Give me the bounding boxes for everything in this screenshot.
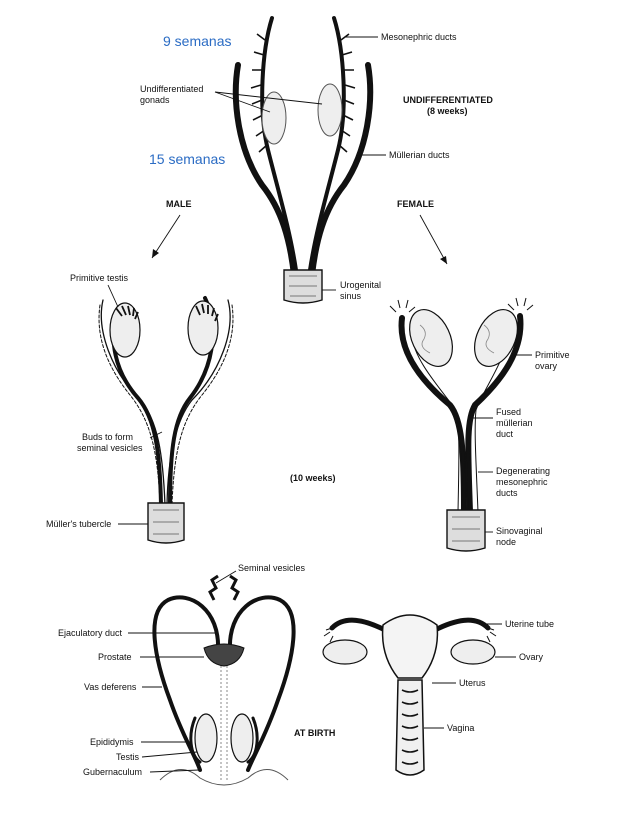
label-mesonephric-ducts: Mesonephric ducts — [381, 32, 457, 42]
uterus — [381, 614, 439, 679]
label-sinovaginal-2: node — [496, 537, 516, 547]
male-10-weeks-sinus — [147, 502, 185, 544]
branch-male: MALE — [166, 199, 192, 209]
undifferentiated-stage: Mesonephric ducts Undifferentiated gonad… — [140, 16, 493, 304]
label-vas-deferens: Vas deferens — [84, 682, 137, 692]
male-10-weeks: Primitive testis Buds to form seminal ve… — [46, 273, 234, 544]
label-mullers-tubercle: Müller's tubercle — [46, 519, 111, 529]
seminal-vesicles — [208, 574, 240, 601]
annotation-15-weeks: 15 semanas — [149, 151, 225, 167]
left-mullerian-duct — [232, 62, 297, 278]
male-left-primitive-testis — [109, 302, 141, 358]
annotation-9-weeks: 9 semanas — [163, 33, 231, 49]
label-fused-mullerian-2: müllerian — [496, 418, 533, 428]
label-fused-mullerian-3: duct — [496, 429, 514, 439]
label-epididymis: Epididymis — [90, 737, 134, 747]
female-left-primitive-ovary — [409, 309, 453, 367]
label-seminal-vesicles: Seminal vesicles — [238, 563, 306, 573]
label-buds-2: seminal vesicles — [77, 443, 143, 453]
female-10-weeks-sinus — [446, 509, 486, 552]
left-testis — [194, 713, 218, 763]
label-fused-mullerian-1: Fused — [496, 407, 521, 417]
branch-female: FEMALE — [397, 199, 434, 209]
label-degenerating-2: mesonephric — [496, 477, 548, 487]
left-epididymis — [189, 716, 202, 764]
female-right-ovary — [450, 639, 496, 665]
female-10-weeks: Primitive ovary Fused müllerian duct Deg… — [389, 297, 570, 552]
label-primitive-ovary-1: Primitive — [535, 350, 570, 360]
label-undifferentiated-gonads-2: gonads — [140, 95, 170, 105]
female-at-birth: Uterine tube Ovary Uterus Vagina — [322, 614, 554, 776]
left-mesonephric-duct — [260, 16, 298, 272]
male-right-primitive-testis — [187, 300, 219, 356]
label-gubernaculum: Gubernaculum — [83, 767, 142, 777]
male-at-birth: Seminal vesicles Ejaculatory duct Prosta… — [58, 563, 306, 786]
label-degenerating-1: Degenerating — [496, 466, 550, 476]
right-testis — [230, 713, 254, 763]
right-epididymis — [246, 716, 259, 764]
female-right-primitive-ovary — [474, 309, 518, 367]
left-vas-deferens — [152, 595, 221, 772]
left-undifferentiated-gonad — [261, 91, 287, 145]
label-uterine-tube: Uterine tube — [505, 619, 554, 629]
right-vas-deferens — [227, 595, 296, 772]
label-sinovaginal-1: Sinovaginal — [496, 526, 543, 536]
prostate — [203, 643, 245, 667]
label-testis: Testis — [116, 752, 140, 762]
label-vagina: Vagina — [447, 723, 474, 733]
label-ejaculatory-duct: Ejaculatory duct — [58, 628, 123, 638]
branch-arrows: MALE FEMALE — [151, 199, 448, 265]
female-left-ovary — [322, 639, 368, 665]
label-ovary: Ovary — [519, 652, 544, 662]
label-primitive-ovary-2: ovary — [535, 361, 558, 371]
stage-at-birth: AT BIRTH — [294, 728, 335, 738]
label-uterus: Uterus — [459, 678, 486, 688]
label-urogenital-sinus-1: Urogenital — [340, 280, 381, 290]
label-degenerating-3: ducts — [496, 488, 518, 498]
label-buds-1: Buds to form — [82, 432, 133, 442]
label-urogenital-sinus-2: sinus — [340, 291, 362, 301]
right-mesonephric-duct — [308, 16, 346, 272]
stage-10-weeks: (10 weeks) — [290, 473, 336, 483]
label-mullerian-ducts: Müllerian ducts — [389, 150, 450, 160]
right-undifferentiated-gonad — [317, 83, 343, 137]
undifferentiated-title: UNDIFFERENTIATED — [403, 95, 493, 105]
label-prostate: Prostate — [98, 652, 132, 662]
undifferentiated-subtitle: (8 weeks) — [427, 106, 468, 116]
label-undifferentiated-gonads-1: Undifferentiated — [140, 84, 203, 94]
label-primitive-testis: Primitive testis — [70, 273, 129, 283]
